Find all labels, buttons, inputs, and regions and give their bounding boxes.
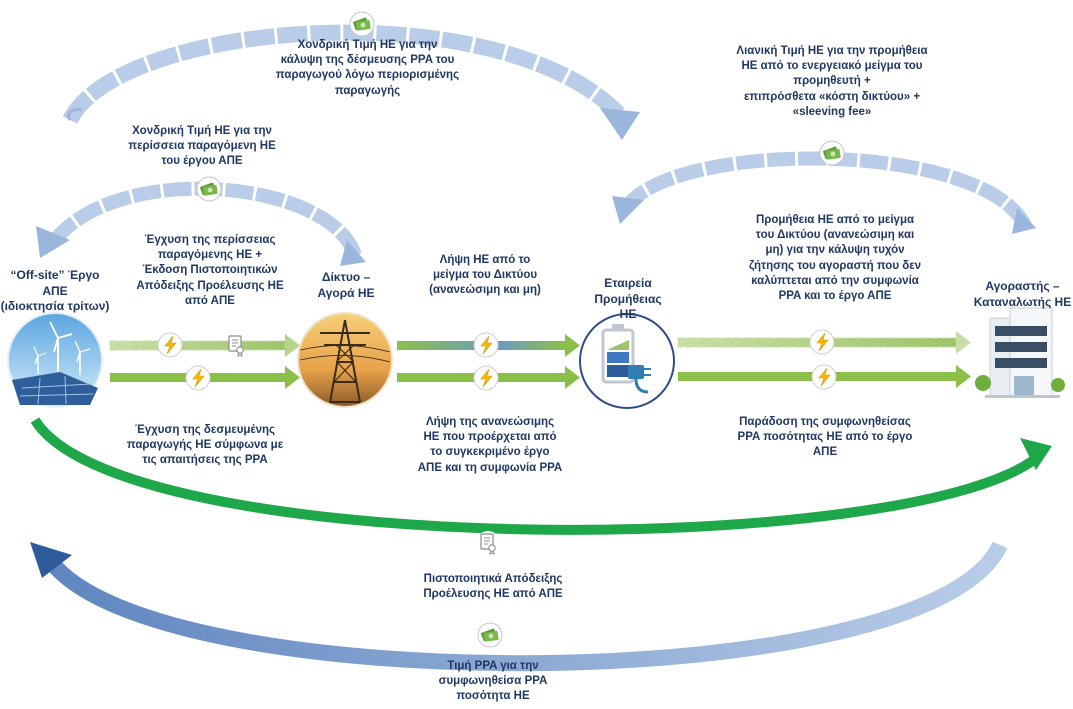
label-certificates: Πιστοποιητικά Απόδειξης Προέλευσης ΗΕ απ…: [423, 573, 563, 601]
top-arc-arrow: [62, 24, 640, 140]
label-left-arc: Χονδρική Τιμή ΗΕ για την περίσσεια παραγ…: [128, 125, 276, 168]
pylon-icon: [297, 312, 393, 408]
money-icon: [477, 622, 503, 648]
node-label-consumer: Αγοραστής – Καταναλωτής ΗΕ: [973, 279, 1072, 309]
solar-wind-icon: [7, 312, 103, 408]
node-label-supplier: Εταιρεία Προμήθειας ΗΕ: [594, 276, 662, 322]
label-ppa-price: Τιμή PPA για την συμφωνηθείσα PPA ποσότη…: [438, 660, 548, 703]
excess-injection-arrow: [109, 334, 300, 357]
lightning-icon: [157, 332, 183, 358]
label-right-arc: Λιανική Τιμή ΗΕ για την προμήθεια ΗΕ από…: [736, 45, 928, 118]
lightning-icon: [811, 364, 837, 390]
money-icon: [196, 176, 222, 202]
certificate-icon: [476, 531, 500, 555]
battery-plug-icon: [579, 313, 675, 409]
node-label-project: “Off-site” Έργο ΑΠΕ (ιδιοκτησία τρίτων): [0, 268, 110, 314]
blue-bottom-arc: [30, 541, 1008, 672]
label-ppa-delivery: Παράδοση της συμφωνηθείσας PPA ποσότητας…: [737, 416, 913, 459]
money-icon: [349, 11, 375, 37]
lightning-icon: [473, 365, 499, 391]
label-supplier-mix: Προμήθεια ΗΕ από το μείγμα του Δικτύου (…: [748, 214, 922, 302]
label-contracted-injection: Έγχυση της δεσμευμένης παραγωγής ΗΕ σύμφ…: [126, 424, 284, 467]
lightning-icon: [809, 329, 835, 355]
lightning-icon: [185, 365, 211, 391]
money-icon: [819, 140, 845, 166]
label-top-arc: Χονδρική Τιμή ΗΕ για την κάλυψη της δέσμ…: [275, 39, 460, 97]
label-renewable-receipt: Λήψη της ανανεώσιμης ΗΕ που προέρχεται α…: [417, 416, 563, 474]
label-excess-injection: Έγχυση της περίσσειας παραγόμενης ΗΕ + Έ…: [136, 234, 284, 307]
label-grid-mix: Λήψη ΗΕ από το μείγμα του Δικτύου (ανανε…: [429, 254, 541, 297]
node-label-grid: Δίκτυο – Αγορά ΗΕ: [317, 270, 375, 300]
building-icon: [975, 307, 1065, 398]
certificate-icon: [228, 335, 244, 357]
lightning-icon: [473, 332, 499, 358]
green-bottom-arc: [30, 417, 1052, 535]
